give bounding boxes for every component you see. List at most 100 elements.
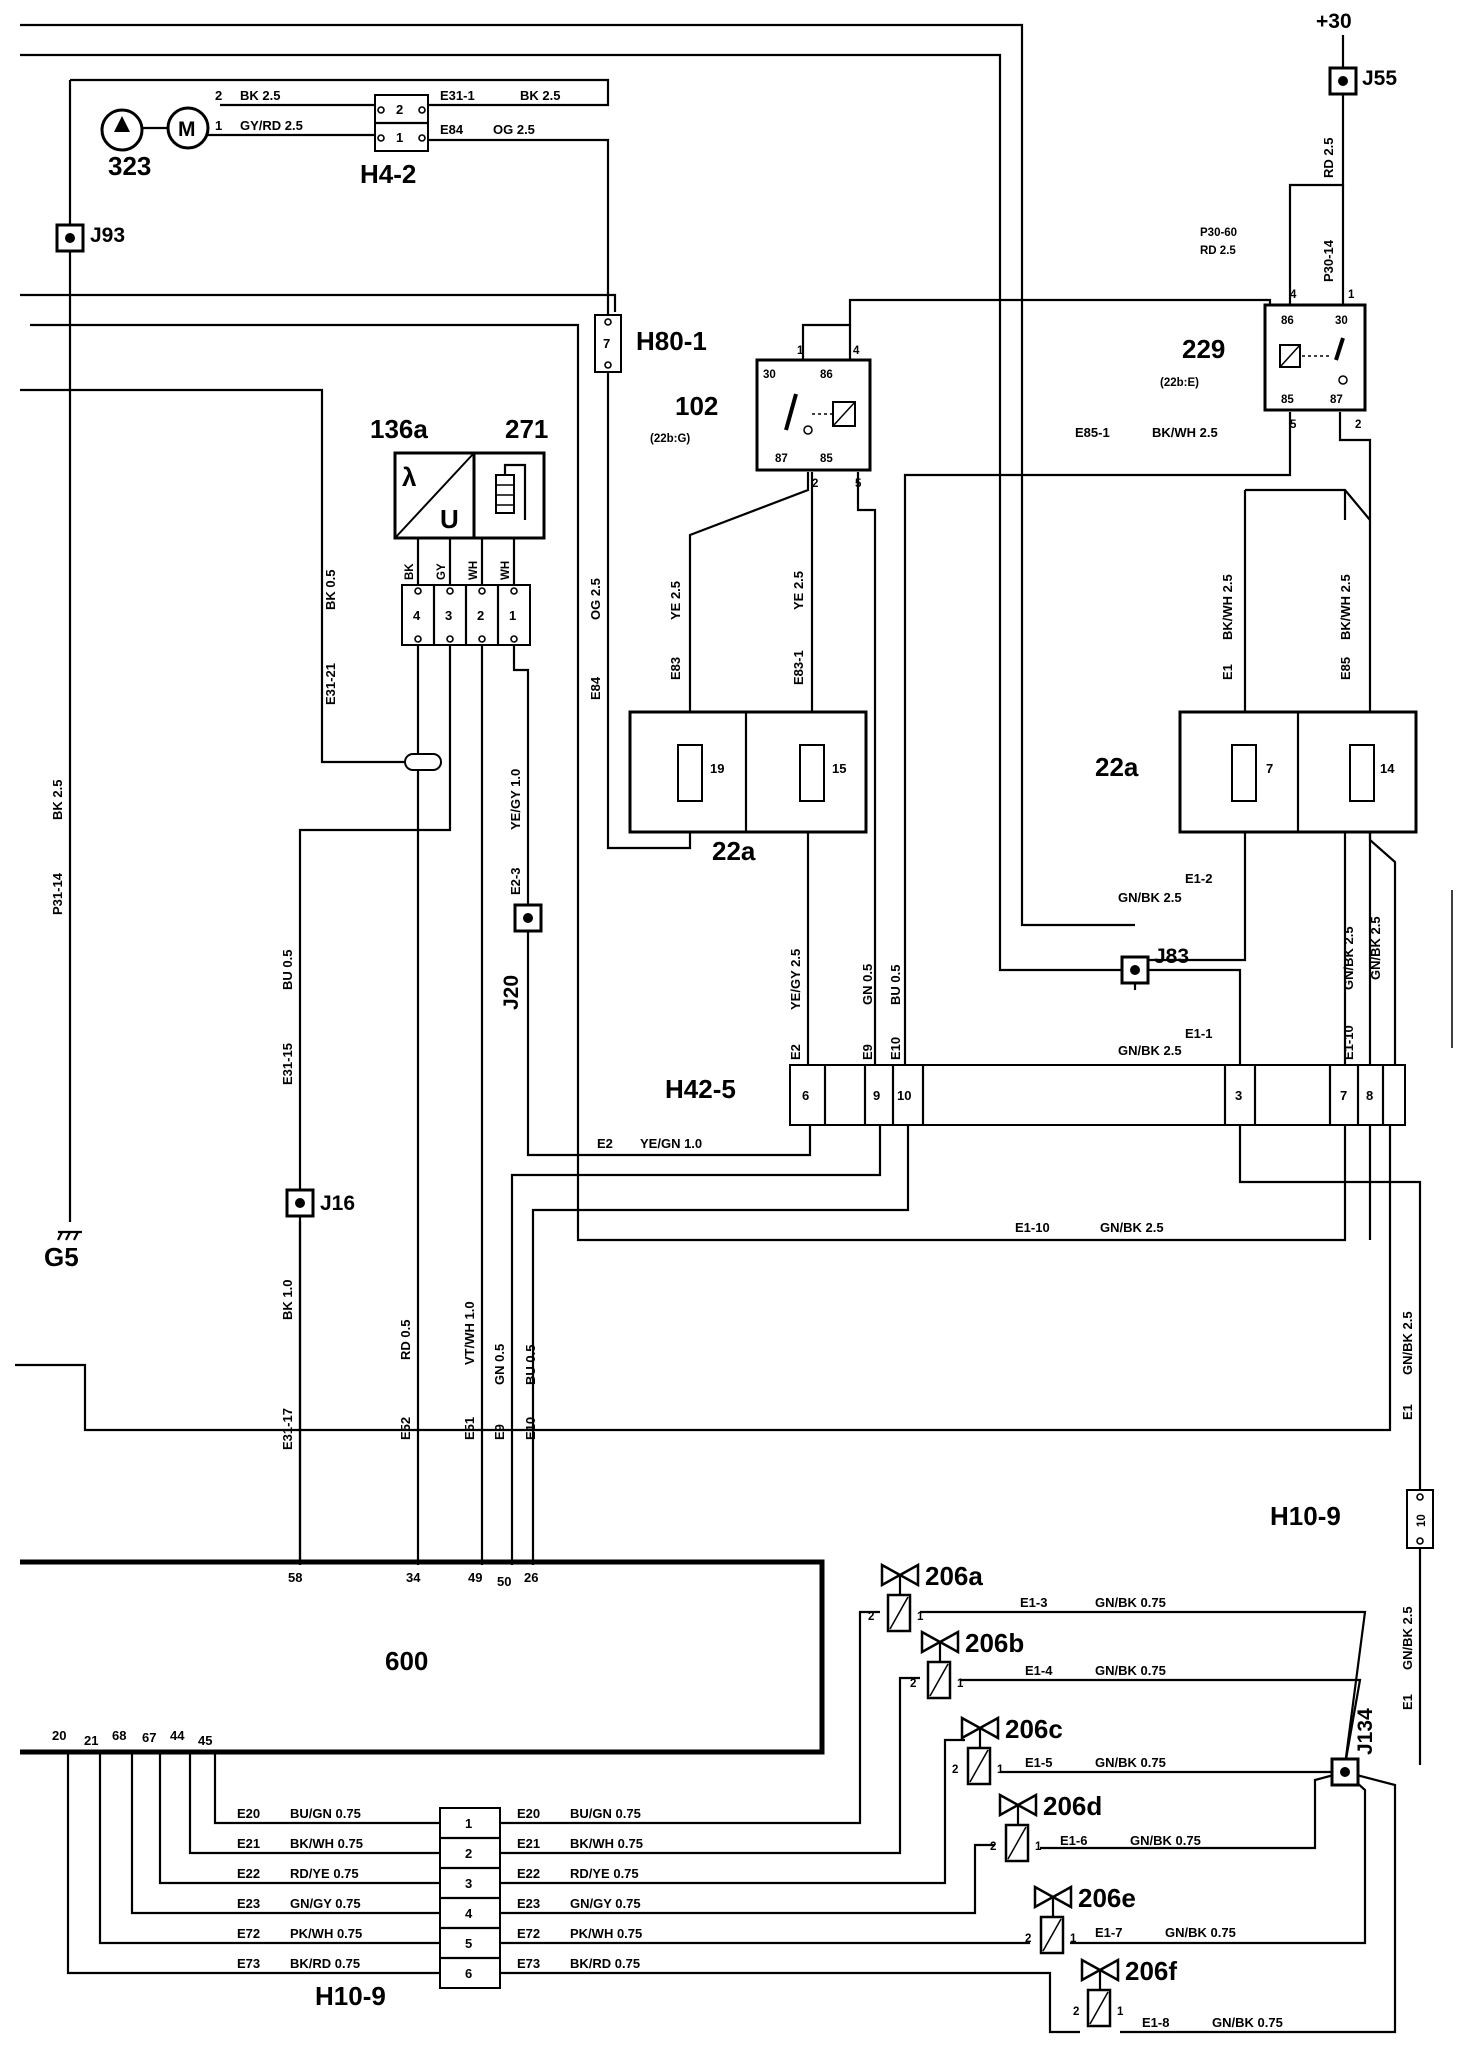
wire-label-e2: E2 [788,1044,803,1060]
relay229-t2: 2 [1355,419,1361,431]
h10-9-right-pin: 10 [1416,1514,1428,1527]
wire-e1-1 [1125,968,1242,1065]
wire-label-e1-10-v: E1-10 [1341,1025,1356,1060]
fuse-7 [1231,744,1257,802]
pump-label: 323 [108,151,151,181]
wire-bus-e20 [213,1752,440,1825]
wire-label-e31-1: E31-1 [440,88,475,103]
wire-label-e83: E83 [668,657,683,680]
wire-label-e31-1-spec: BK 2.5 [520,88,560,103]
valve-206f-pin1: 1 [1117,2006,1124,2018]
wire-label-e2-spec: YE/GY 2.5 [788,949,803,1010]
fuse-14-label: 14 [1380,761,1395,776]
relay229-t5: 5 [1290,419,1297,431]
valve-206e-wire: E1-7 [1095,1925,1122,1940]
wire-label-e31-17-spec: BK 1.0 [280,1280,295,1320]
bus-left-e21: E21 [237,1836,260,1851]
wire-feed-3 [20,293,617,312]
wire-e10 [531,1125,910,1565]
ecu-pin-34: 34 [406,1570,421,1585]
wire-feed-5 [20,388,405,764]
fuse-7-label: 7 [1266,761,1273,776]
valve-206c-wire-spec: GN/BK 0.75 [1095,1755,1166,1770]
valve-206e-icon [1033,1884,1056,1910]
bus-right-e22-spec: RD/YE 0.75 [570,1866,639,1881]
wire-label-e1-2-spec: GN/BK 2.5 [1118,890,1182,905]
j20-label: J20 [500,975,523,1010]
valve-206a-icon [880,1562,903,1588]
relay102-p87: 87 [775,453,788,465]
j16-label: J16 [320,1192,355,1215]
wire-label-e83-1: E83-1 [791,650,806,685]
h10-9-right-label: H10-9 [1270,1501,1341,1531]
bus-left-e21-spec: BK/WH 0.75 [290,1836,363,1851]
conn136-color-3: GY [436,563,448,580]
wire-feed-2 [20,53,1125,972]
wire-e85-1 [903,412,1292,1065]
valve-206e-label: 206e [1078,1883,1136,1913]
bus-left-e73-spec: BK/RD 0.75 [290,1956,360,1971]
valve-206c: 206c 2 1 E1-5 GN/BK 0.75 [952,1714,1166,1786]
valve-206d-wire-spec: GN/BK 0.75 [1130,1833,1201,1848]
h10-9-pin-2: 2 [465,1846,472,1861]
relay102-t1: 1 [797,345,804,357]
j20-junction [513,903,543,933]
valve-206a-wire: E1-3 [1020,1595,1047,1610]
j83-label: J83 [1154,945,1189,968]
valve-206e-wire-spec: GN/BK 0.75 [1165,1925,1236,1940]
relay102-p85: 85 [820,453,833,465]
ecu-pin-58: 58 [288,1570,302,1585]
ecu-600 [20,1559,825,1755]
wire-label-e84-spec: OG 2.5 [493,122,535,137]
bus-left-e72: E72 [237,1926,260,1941]
valve-206c-wire: E1-5 [1025,1755,1052,1770]
bus-right-e73-spec: BK/RD 0.75 [570,1956,640,1971]
relay229-ref: (22b:E) [1160,377,1199,389]
heater-resistor-icon [495,474,515,514]
wire-label-e1-2: E1-2 [1185,871,1212,886]
wire-rd25 [1288,80,1345,314]
h42-5-pin-9: 9 [873,1088,880,1103]
wire-bus-e23 [130,1752,440,1915]
wire-label-e9: E9 [860,1044,875,1060]
h42-5-pin-3: 3 [1235,1088,1242,1103]
wire-e31-1 [220,78,610,107]
valve-206d-icon [998,1792,1021,1818]
wire-r-e22 [500,1738,965,1885]
valve-206f-pin2: 2 [1073,2006,1079,2018]
valve-206b-wire: E1-4 [1025,1663,1053,1678]
valve-206d: 206d 2 1 E1-6 GN/BK 0.75 [990,1791,1201,1863]
valve-206c-pin2: 2 [952,1764,958,1776]
valve-206b-icon [920,1629,943,1655]
wire-r-e20 [500,1610,880,1825]
valve-206e: 206e 2 1 E1-7 GN/BK 0.75 [1025,1883,1236,1955]
wire-label-e31-15-spec: BU 0.5 [280,950,295,990]
ecu-pin-49: 49 [468,1570,482,1585]
wire-label-e85-spec: BK/WH 2.5 [1338,574,1353,640]
bus-right-e72-spec: PK/WH 0.75 [570,1926,642,1941]
wire-label-e9-spec: GN 0.5 [860,964,875,1005]
g5-label: G5 [44,1242,79,1272]
valve-206c-pin1: 1 [997,1764,1004,1776]
pump-pin-1: 1 [215,118,222,133]
h10-9-pin-3: 3 [465,1876,472,1891]
fuse-15 [799,744,825,802]
pump-arrow-icon [114,116,130,132]
valve-206f: 206f 2 1 E1-8 GN/BK 0.75 [1073,1956,1283,2030]
wire-102-5 [856,472,877,1065]
relay229-label: 229 [1182,334,1225,364]
wire-bus-e72 [98,1752,440,1945]
u-symbol: U [440,504,459,534]
wire-e1-7 [1070,1771,1367,1945]
bus-right-e20: E20 [517,1806,540,1821]
relay102-t4: 4 [853,345,860,357]
h4-2-pin-1: 1 [396,130,403,145]
conn136-color-1: WH [500,561,512,580]
wire-bus-e21 [188,1752,440,1855]
valve-206d-pin1: 1 [1035,1841,1042,1853]
wire-e84 [428,138,610,315]
relay102-label: 102 [675,391,718,421]
fuse-19-label: 19 [710,761,724,776]
h10-9-pin-5: 5 [465,1936,472,1951]
wire-label-e51: E51 [462,1417,477,1440]
